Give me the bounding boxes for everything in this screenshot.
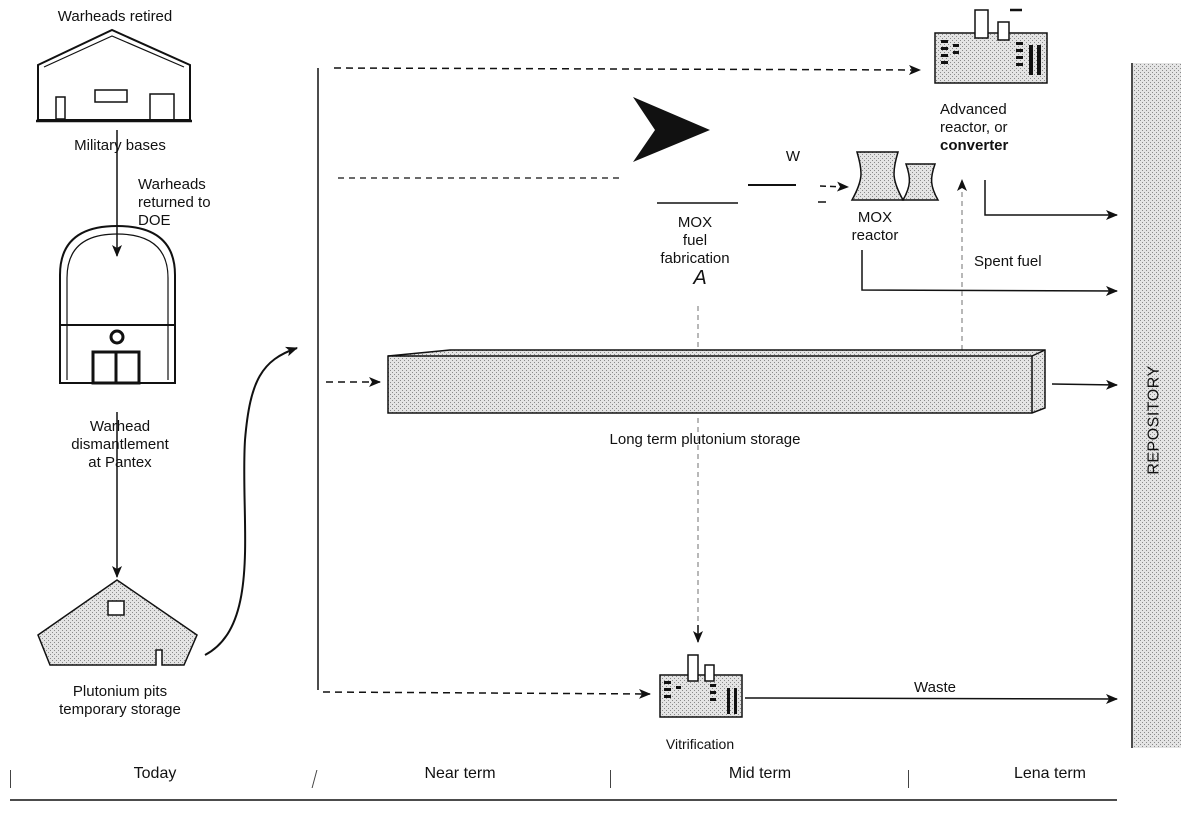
- timeline-tick: [10, 770, 11, 788]
- military-bases-label: Military bases: [74, 137, 166, 154]
- military-base-icon: [36, 28, 192, 123]
- pits-storage-label: Plutonium pits temporary storage: [59, 683, 181, 718]
- repository-panel: [1131, 63, 1181, 748]
- mox-reactor-label: MOX reactor: [851, 209, 899, 244]
- mox-fabrication-letter: A: [693, 267, 707, 289]
- spent-fuel-label: Spent fuel: [974, 253, 1042, 270]
- repository-label: REPOSITORY: [1146, 365, 1164, 475]
- advanced-reactor-label: Advanced reactor, or converter: [940, 101, 1009, 154]
- advanced-reactor-facility-icon: [934, 8, 1048, 84]
- mox-reactor-cooling-towers-icon: [850, 151, 940, 201]
- vitrification-facility-icon: [659, 654, 743, 718]
- timeline-long-term: Lena term: [1013, 765, 1087, 782]
- waste-label: Waste: [914, 679, 956, 696]
- storage-label: Long term plutonium storage: [609, 431, 801, 448]
- warheads-retired-label: Warheads retired: [57, 8, 173, 25]
- timeline-today: Today: [133, 765, 177, 782]
- timeline-tick: [908, 770, 909, 788]
- timeline-tick: [610, 770, 611, 788]
- long-term-storage-slab: [387, 349, 1046, 414]
- w-label: W: [785, 148, 801, 165]
- warheads-returned-label: Warheads returned to DOE: [138, 176, 211, 229]
- dismantlement-label: Warhead dismantlement at Pantex: [71, 418, 169, 471]
- direction-arrowhead-icon: [633, 97, 710, 162]
- timeline-near-term: Near term: [424, 765, 496, 782]
- timeline-mid-term: Mid term: [728, 765, 792, 782]
- pit-storage-building-icon: [37, 579, 198, 666]
- mox-fabrication-label: MOX fuel fabrication: [660, 214, 730, 267]
- vitrification-label: Vitrification: [665, 736, 735, 752]
